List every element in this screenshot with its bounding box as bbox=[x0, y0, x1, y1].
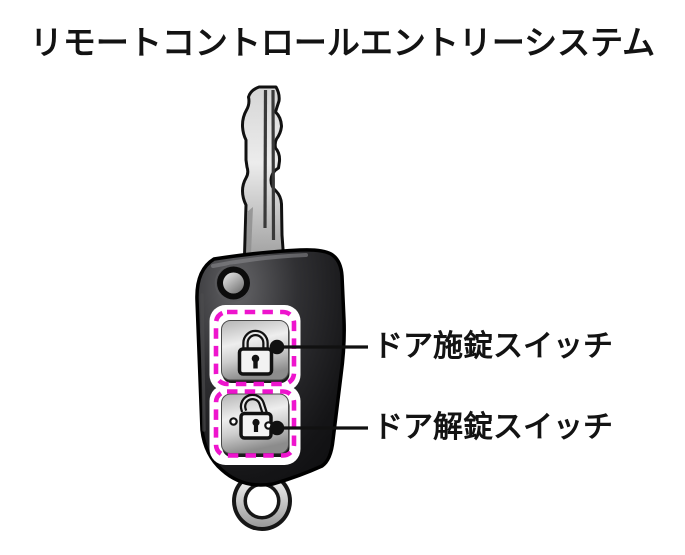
leader-dot bbox=[269, 420, 285, 436]
button-stud-left bbox=[229, 417, 238, 426]
label-door-unlock-switch: ドア解錠スイッチ bbox=[373, 410, 613, 445]
unlock-highlight-dashed-box bbox=[213, 389, 297, 458]
leader-unlock bbox=[269, 420, 368, 436]
fob-left-highlight bbox=[200, 293, 206, 432]
label-door-lock-switch: ドア施錠スイッチ bbox=[373, 329, 613, 364]
key-blade-groove bbox=[271, 89, 276, 241]
fob-top-highlight bbox=[211, 253, 308, 268]
page-title: リモートコントロールエントリーシステム bbox=[29, 23, 656, 62]
key-blade bbox=[241, 85, 285, 258]
key-ring bbox=[232, 471, 292, 531]
leader-lock bbox=[269, 339, 368, 355]
round-button bbox=[214, 264, 253, 302]
key-blade-groove bbox=[263, 89, 268, 229]
lock-icon bbox=[237, 329, 274, 376]
door-unlock-switch-button bbox=[221, 393, 290, 457]
door-lock-switch-button bbox=[221, 320, 290, 383]
leader-dot bbox=[269, 339, 285, 355]
